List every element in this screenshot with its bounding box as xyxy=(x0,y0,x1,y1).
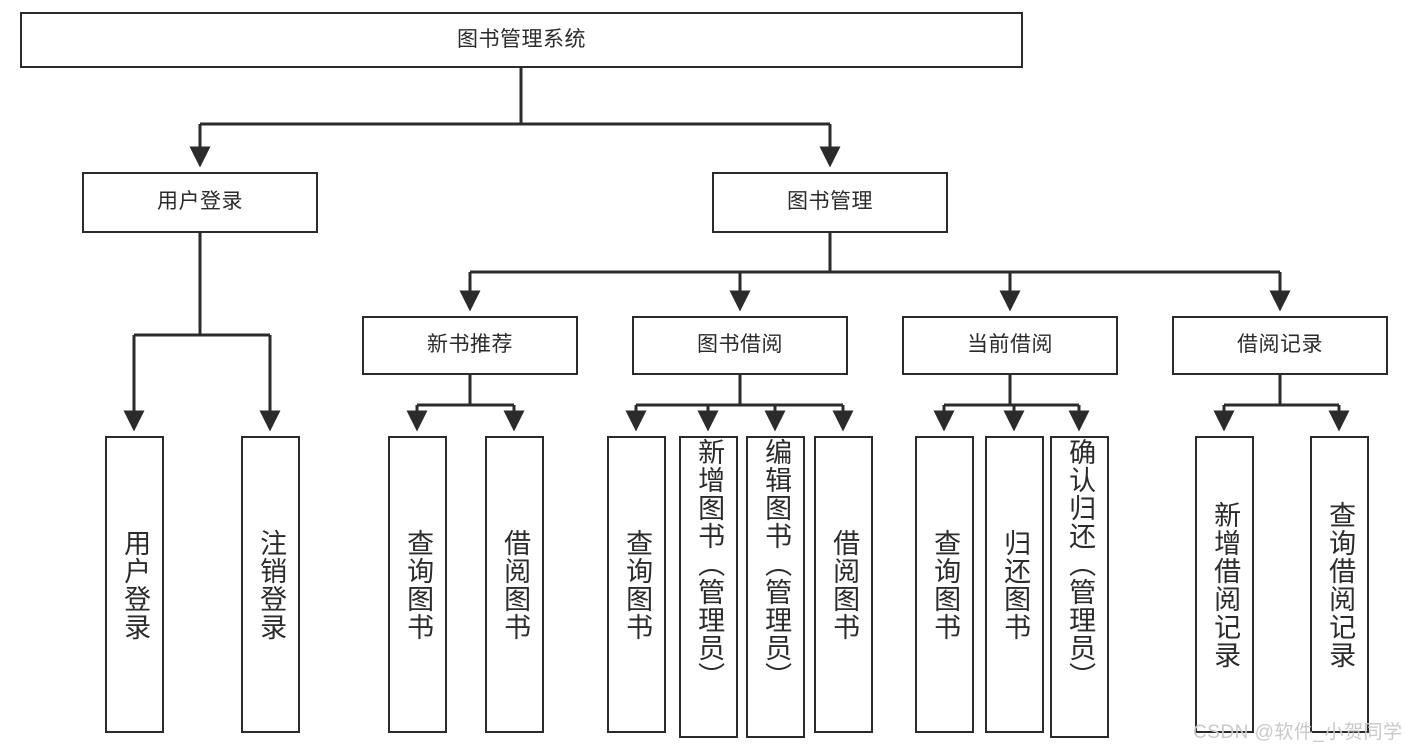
node-leaf-borrow-3[interactable]: 编辑图书（管理员） xyxy=(746,436,805,738)
node-leaf-login-2[interactable]: 注销登录 xyxy=(241,436,300,733)
node-label: 注销登录 xyxy=(256,528,287,641)
node-label: 图书借阅 xyxy=(697,333,783,357)
node-label: 用户登录 xyxy=(157,190,243,214)
node-label: 编辑图书（管理员） xyxy=(761,438,792,690)
node-leaf-borrow-1[interactable]: 查询图书 xyxy=(607,436,666,733)
node-label: 用户登录 xyxy=(120,528,151,641)
node-label: 图书管理 xyxy=(787,190,873,214)
node-records[interactable]: 借阅记录 xyxy=(1172,316,1388,375)
node-label: 新书推荐 xyxy=(427,333,513,357)
node-current[interactable]: 当前借阅 xyxy=(902,316,1118,375)
node-login[interactable]: 用户登录 xyxy=(82,172,318,233)
node-label: 新增图书（管理员） xyxy=(694,438,725,690)
node-leaf-new-1[interactable]: 查询图书 xyxy=(388,436,447,733)
node-leaf-borrow-4[interactable]: 借阅图书 xyxy=(814,436,873,733)
node-bookmgmt[interactable]: 图书管理 xyxy=(712,172,948,233)
node-leaf-cur-1[interactable]: 查询图书 xyxy=(915,436,974,733)
node-leaf-rec-2[interactable]: 查询借阅记录 xyxy=(1310,436,1369,733)
node-label: 确认归还（管理员） xyxy=(1065,438,1096,690)
node-leaf-borrow-2[interactable]: 新增图书（管理员） xyxy=(679,436,738,738)
watermark: CSDN @软件_小贺同学 xyxy=(1193,722,1403,743)
node-label: 借阅图书 xyxy=(829,528,860,641)
node-leaf-login-1[interactable]: 用户登录 xyxy=(105,436,164,733)
node-borrow[interactable]: 图书借阅 xyxy=(632,316,848,375)
node-label: 查询图书 xyxy=(622,528,653,641)
node-label: 图书管理系统 xyxy=(457,27,586,51)
node-root[interactable]: 图书管理系统 xyxy=(20,12,1023,68)
node-label: 查询图书 xyxy=(930,528,961,641)
node-label: 新增借阅记录 xyxy=(1210,500,1241,669)
node-newbook[interactable]: 新书推荐 xyxy=(362,316,578,375)
node-leaf-cur-3[interactable]: 确认归还（管理员） xyxy=(1050,436,1109,738)
node-label: 借阅图书 xyxy=(500,528,531,641)
node-label: 借阅记录 xyxy=(1237,333,1323,357)
node-label: 归还图书 xyxy=(1000,528,1031,641)
node-leaf-rec-1[interactable]: 新增借阅记录 xyxy=(1195,436,1254,733)
node-leaf-new-2[interactable]: 借阅图书 xyxy=(485,436,544,733)
node-leaf-cur-2[interactable]: 归还图书 xyxy=(985,436,1044,733)
node-label: 查询借阅记录 xyxy=(1325,500,1356,669)
node-label: 查询图书 xyxy=(403,528,434,641)
node-label: 当前借阅 xyxy=(967,333,1053,357)
